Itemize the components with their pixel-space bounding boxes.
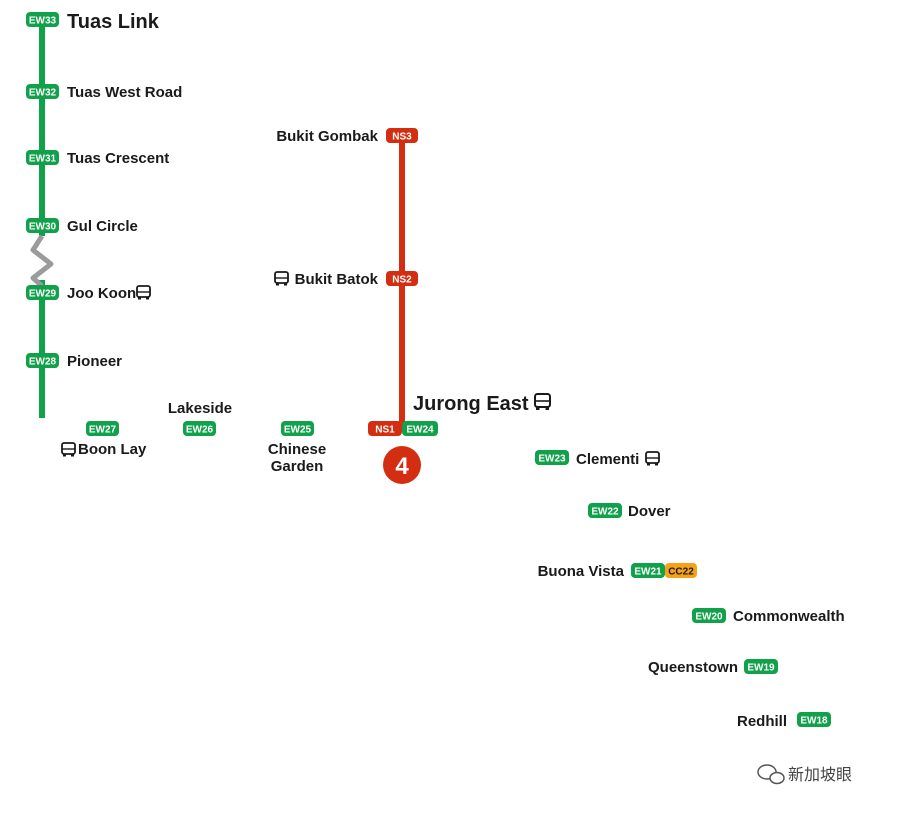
station-code: NS2 (392, 275, 412, 286)
watermark-text: 新加坡眼 (788, 765, 852, 784)
wechat-icon (757, 764, 785, 785)
station-name-redhill[interactable]: Redhill (737, 713, 787, 730)
station-code-cc22: CC22 (668, 567, 694, 578)
station-name-queenstown[interactable]: Queenstown (648, 659, 738, 676)
station-name-bukit-batok[interactable]: Bukit Batok (295, 271, 379, 288)
station-badge-ew26[interactable]: EW26 (183, 421, 216, 436)
station-name-dover[interactable]: Dover (628, 503, 671, 520)
station-name-chinese-garden-line2[interactable]: Garden (271, 458, 324, 475)
station-code: EW28 (29, 357, 57, 368)
station-badge-ew22[interactable]: EW22 (588, 503, 622, 518)
station-badge-ns2[interactable]: NS2 (386, 271, 418, 286)
station-name-jurong-east[interactable]: Jurong East (413, 393, 529, 415)
station-badge-ew18[interactable]: EW18 (797, 712, 831, 727)
bus-icon (534, 393, 551, 410)
bus-icon (61, 442, 76, 457)
bus-icon (274, 271, 289, 286)
station-code-ew24: EW24 (406, 425, 434, 436)
station-badge-ns3[interactable]: NS3 (386, 128, 418, 143)
station-code: EW18 (800, 716, 828, 727)
station-badge-ew28[interactable]: EW28 (26, 353, 59, 368)
station-name-boon-lay[interactable]: Boon Lay (78, 441, 147, 458)
station-badge-ew32[interactable]: EW32 (26, 84, 59, 99)
station-code: EW32 (29, 88, 57, 99)
station-code: EW19 (747, 663, 775, 674)
station-name-joo-koon[interactable]: Joo Koon (67, 285, 136, 302)
station-badge-ew31[interactable]: EW31 (26, 150, 59, 165)
station-code: EW23 (538, 454, 566, 465)
station-badge-ew33[interactable]: EW33 (26, 12, 59, 27)
station-name-commonwealth[interactable]: Commonwealth (733, 608, 845, 625)
station-badge-ew29[interactable]: EW29 (26, 285, 59, 300)
station-badge-ew30[interactable]: EW30 (26, 218, 59, 233)
bus-icon (645, 451, 660, 466)
station-code-ew21: EW21 (634, 567, 662, 578)
station-badge-ew20[interactable]: EW20 (692, 608, 726, 623)
station-badge-ew27[interactable]: EW27 (86, 421, 119, 436)
station-code: NS3 (392, 132, 412, 143)
watermark: 新加坡眼 (757, 764, 852, 785)
station-name-pioneer[interactable]: Pioneer (67, 353, 122, 370)
station-code: EW33 (29, 16, 57, 27)
map-marker-number: 4 (395, 453, 409, 480)
bus-icon (136, 285, 151, 300)
station-name-bukit-gombak[interactable]: Bukit Gombak (276, 128, 378, 145)
station-name-tuas-west-road[interactable]: Tuas West Road (67, 84, 182, 101)
station-code: EW25 (284, 425, 312, 436)
station-code: EW29 (29, 289, 57, 300)
station-code: EW20 (695, 612, 723, 623)
station-badge-ns1-ew24[interactable]: NS1 EW24 (368, 421, 438, 436)
station-name-clementi[interactable]: Clementi (576, 451, 639, 468)
station-name-lakeside[interactable]: Lakeside (168, 400, 232, 417)
station-badge-ew23[interactable]: EW23 (535, 450, 569, 465)
station-name-buona-vista[interactable]: Buona Vista (538, 563, 625, 580)
station-badge-ew25[interactable]: EW25 (281, 421, 314, 436)
station-name-chinese-garden-line1[interactable]: Chinese (268, 441, 326, 458)
station-name-tuas-crescent[interactable]: Tuas Crescent (67, 150, 169, 167)
station-badge-ew19[interactable]: EW19 (744, 659, 778, 674)
station-code: EW22 (591, 507, 619, 518)
station-code: EW30 (29, 222, 57, 233)
tunnel-zigzag (30, 234, 54, 288)
station-code: EW31 (29, 154, 57, 165)
map-marker[interactable]: 4 (383, 446, 421, 484)
station-name-gul-circle[interactable]: Gul Circle (67, 218, 138, 235)
station-code: EW27 (89, 425, 117, 436)
station-badge-ew21-cc22[interactable]: EW21 CC22 (631, 563, 697, 578)
station-code-ns1: NS1 (375, 425, 395, 436)
station-code: EW26 (186, 425, 214, 436)
station-name-tuas-link[interactable]: Tuas Link (67, 11, 160, 33)
